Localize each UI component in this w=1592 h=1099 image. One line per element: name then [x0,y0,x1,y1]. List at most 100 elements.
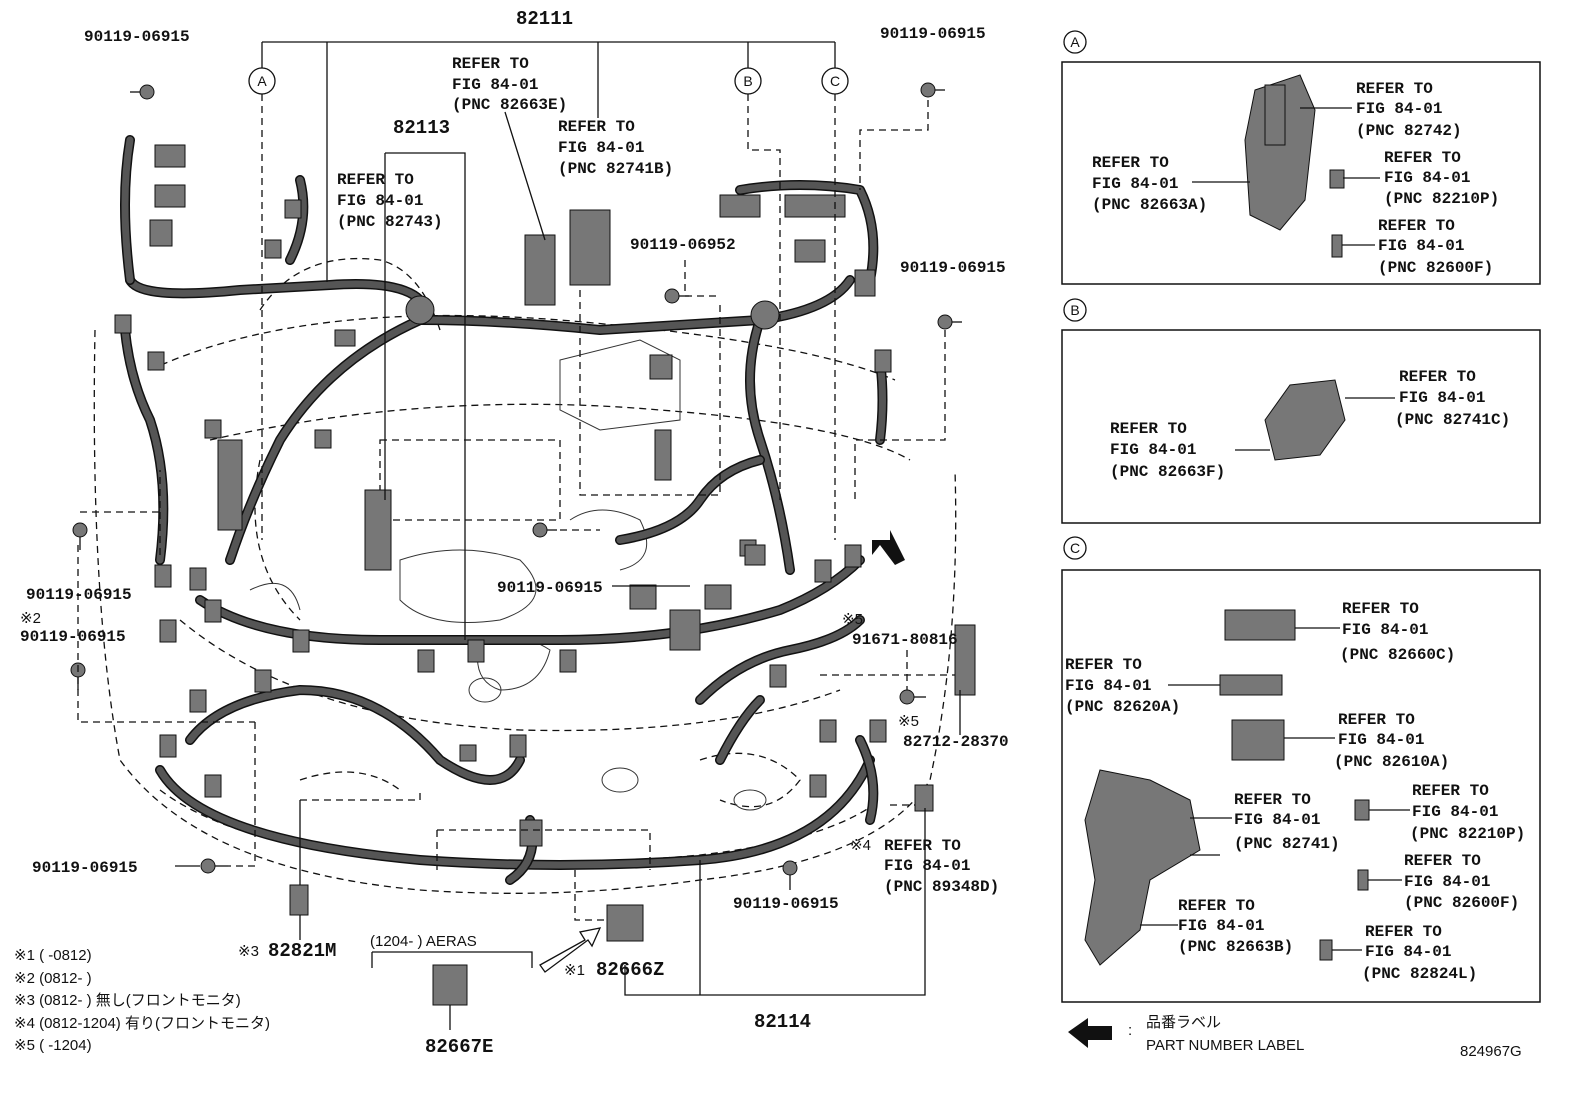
panel-c-ref3-l1: REFER TO [1234,791,1311,809]
panel-c-ref7-l1: REFER TO [1365,923,1442,941]
panel-c-ref4-l1: REFER TO [1412,782,1489,800]
panel-c-ref0-l2: FIG 84-01 [1342,621,1428,639]
figure-code: 824967G [1460,1043,1522,1060]
panel-c-ref7-l3: (PNC 82824L) [1362,965,1477,983]
panel-a-ref2-l2: FIG 84-01 [1378,237,1464,255]
panel-c-ref5-l2: FIG 84-01 [1404,873,1490,891]
label-82113: 82113 [393,117,450,139]
bolt-icon [782,860,798,885]
label-82666z: 82666Z [596,959,664,981]
ref-82663e-l1: REFER TO [452,55,529,73]
panel-a-ref0-l3: (PNC 82742) [1356,122,1462,140]
panel-c-ref3-l2: FIG 84-01 [1234,811,1320,829]
panel-b-title: B [1070,302,1079,318]
circle-a-text: A [257,73,267,89]
note-2: ※2 (0812- ) [14,970,92,987]
mark-x5a: ※5 [842,611,863,628]
panel-a-ref2-l1: REFER TO [1378,217,1455,235]
panel-c-ref2-l3: (PNC 82610A) [1334,753,1449,771]
panel-a-labels: A REFER TO FIG 84-01 (PNC 82742) REFER T… [1070,34,1499,277]
panel-a-ref1-l1: REFER TO [1384,149,1461,167]
part-number-label-arrow-icon [872,530,905,565]
panel-c-ref4-l3: (PNC 82210P) [1410,825,1525,843]
harness-connectors [114,144,976,1006]
panel-c-ref4-l2: FIG 84-01 [1412,803,1498,821]
ref-82663e-l2: FIG 84-01 [452,76,538,94]
label-bolt-left1: 90119-06915 [26,586,132,604]
panel-c-ref7-l2: FIG 84-01 [1365,943,1451,961]
label-91671: 91671-80816 [852,631,958,649]
mark-x1: ※1 [564,962,585,979]
bolt-icon [937,314,962,330]
mark-x3: ※3 [238,943,259,960]
panel-b-ref1-l2: FIG 84-01 [1110,441,1196,459]
label-bolt-tr: 90119-06915 [880,25,986,43]
panel-b-parts [1235,379,1395,461]
panel-b-ref1-l3: (PNC 82663F) [1110,463,1225,481]
note-3: ※3 (0812- ) 無し(フロントモニタ) [14,992,241,1009]
label-82712: 82712-28370 [903,733,1009,751]
panel-c-parts [1084,609,1410,966]
panel-a-ref3-l2: FIG 84-01 [1092,175,1178,193]
ref-89348d-l3: (PNC 89348D) [884,878,999,896]
panel-b-labels: B REFER TO FIG 84-01 (PNC 82741C) REFER … [1070,302,1510,481]
ref-82743-l3: (PNC 82743) [337,213,443,231]
label-bolt-bottom-left: 90119-06915 [32,859,138,877]
mark-x2: ※2 [20,610,41,627]
panel-a-ref2-l3: (PNC 82600F) [1378,259,1493,277]
mark-x5b: ※5 [898,713,919,730]
circle-b-text: B [743,73,752,89]
panel-c-ref5-l3: (PNC 82600F) [1404,894,1519,912]
bolt-icon [920,82,945,98]
panel-c-ref6-l3: (PNC 82663B) [1178,938,1293,956]
panel-c-title: C [1070,540,1080,556]
panel-a-title: A [1070,34,1080,50]
callout-circles-main [248,67,849,95]
panel-b-ref0-l3: (PNC 82741C) [1395,411,1510,429]
legend-jp: 品番ラベル [1146,1014,1221,1031]
leader-lines [77,41,961,1030]
panel-b-ref0-l1: REFER TO [1399,368,1476,386]
panel-c-ref5-l1: REFER TO [1404,852,1481,870]
panel-c-ref1-l2: FIG 84-01 [1065,677,1151,695]
bolt-icon [899,689,926,705]
label-bolt-bottom-center: 90119-06915 [733,895,839,913]
ref-82741b-l2: FIG 84-01 [558,139,644,157]
label-82821m: 82821M [268,940,336,962]
panel-a-ref0-l1: REFER TO [1356,80,1433,98]
footnotes: ※1 ( -0812) ※2 (0812- ) ※3 (0812- ) 無し(フ… [14,947,270,1054]
label-82114: 82114 [754,1011,811,1033]
label-bolt-left2: 90119-06915 [20,628,126,646]
panel-c-ref2-l1: REFER TO [1338,711,1415,729]
panel-a-ref1-l2: FIG 84-01 [1384,169,1470,187]
label-82111: 82111 [516,8,573,30]
ref-82743-l2: FIG 84-01 [337,192,423,210]
panel-a-ref0-l2: FIG 84-01 [1356,100,1442,118]
bolt-icon [532,522,557,538]
mark-x4: ※4 [850,837,871,854]
ref-82741b-l1: REFER TO [558,118,635,136]
panel-a-ref3-l3: (PNC 82663A) [1092,196,1207,214]
panel-c-ref0-l1: REFER TO [1342,600,1419,618]
panel-c-ref6-l2: FIG 84-01 [1178,917,1264,935]
panel-c-ref1-l1: REFER TO [1065,656,1142,674]
panel-b-ref0-l2: FIG 84-01 [1399,389,1485,407]
legend-en: PART NUMBER LABEL [1146,1037,1304,1054]
aeras-label: (1204- ) AERAS [370,933,477,950]
note-4: ※4 (0812-1204) 有り(フロントモニタ) [14,1015,270,1032]
wire-harness [120,135,888,885]
ref-82741b-l3: (PNC 82741B) [558,160,673,178]
panel-c-circle [1063,536,1087,560]
note-5: ※5 ( -1204) [14,1037,92,1054]
label-82667e: 82667E [425,1036,493,1058]
label-bolt-center: 90119-06915 [497,579,603,597]
panel-b-ref1-l1: REFER TO [1110,420,1187,438]
bolts [70,82,962,885]
panel-c-ref0-l3: (PNC 82660C) [1340,646,1455,664]
main-labels: 82111 82113 82114 82666Z 82667E 82821M 9… [20,8,1009,1058]
aeras-arrow-icon [539,927,602,973]
bolt-icon [72,522,88,550]
panel-a-circle [1063,30,1087,54]
ref-89348d-l2: FIG 84-01 [884,857,970,875]
